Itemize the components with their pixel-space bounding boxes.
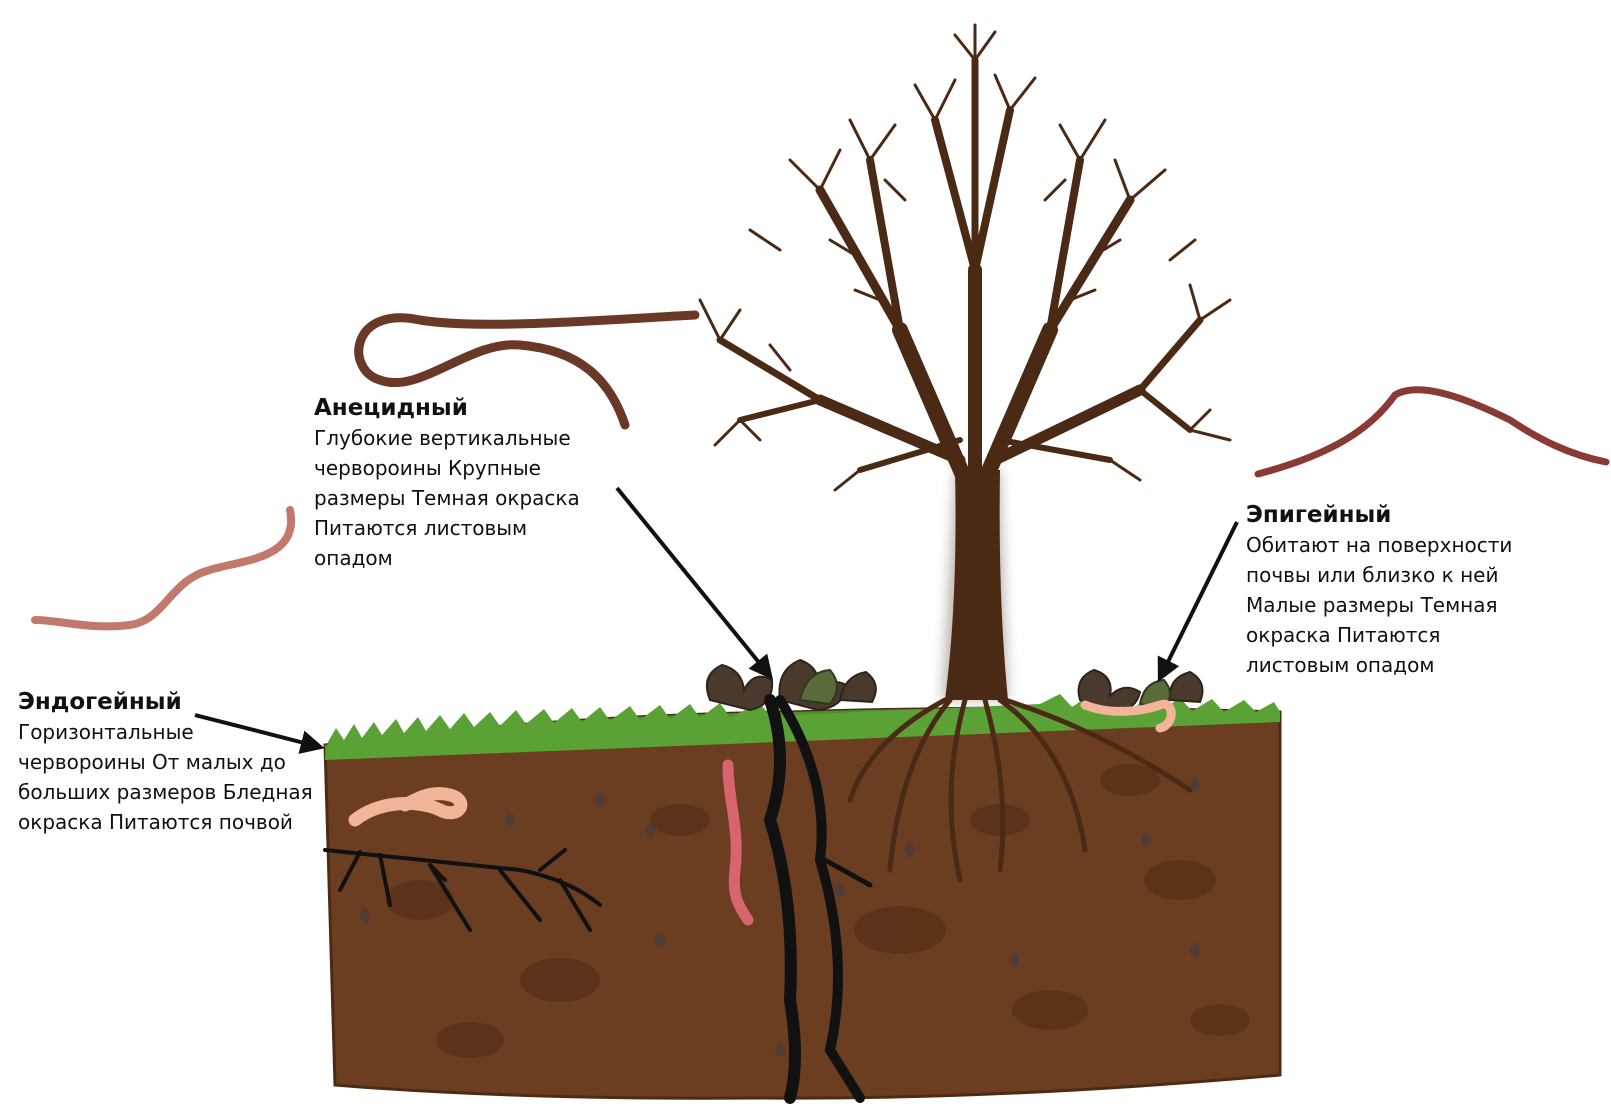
epigeic-title: Эпигейный xyxy=(1246,502,1392,528)
epigeic-description: Обитают на поверхности почвы или близко … xyxy=(1246,533,1513,677)
endogeic-label: Эндогейный Горизонтальные червороины От … xyxy=(18,687,318,837)
soil-block xyxy=(323,706,1282,1100)
tree xyxy=(698,23,1232,883)
epigeic-label: Эпигейный Обитают на поверхности почвы и… xyxy=(1246,500,1546,680)
epigeic-worm-surface xyxy=(1080,699,1176,733)
anecic-label: Анецидный Глубокие вертикальные черворои… xyxy=(314,393,604,573)
epigeic-arrow xyxy=(1157,521,1239,683)
anecic-worm xyxy=(354,310,700,430)
epigeic-worm xyxy=(1254,386,1610,478)
anecic-burrow xyxy=(763,694,873,1104)
anecic-description: Глубокие вертикальные червороины Крупные… xyxy=(314,426,580,570)
endogeic-burrow xyxy=(323,848,602,932)
endogeic-arrow xyxy=(194,713,325,754)
endogeic-title: Эндогейный xyxy=(18,689,182,715)
endogeic-worm-floating xyxy=(31,506,296,631)
endogeic-description: Горизонтальные червороины От малых до бо… xyxy=(18,720,313,834)
anecic-worm-soil xyxy=(722,759,754,926)
endogeic-worm-soil xyxy=(348,787,468,827)
anecic-title: Анецидный xyxy=(314,395,468,421)
anecic-arrow xyxy=(615,486,774,680)
